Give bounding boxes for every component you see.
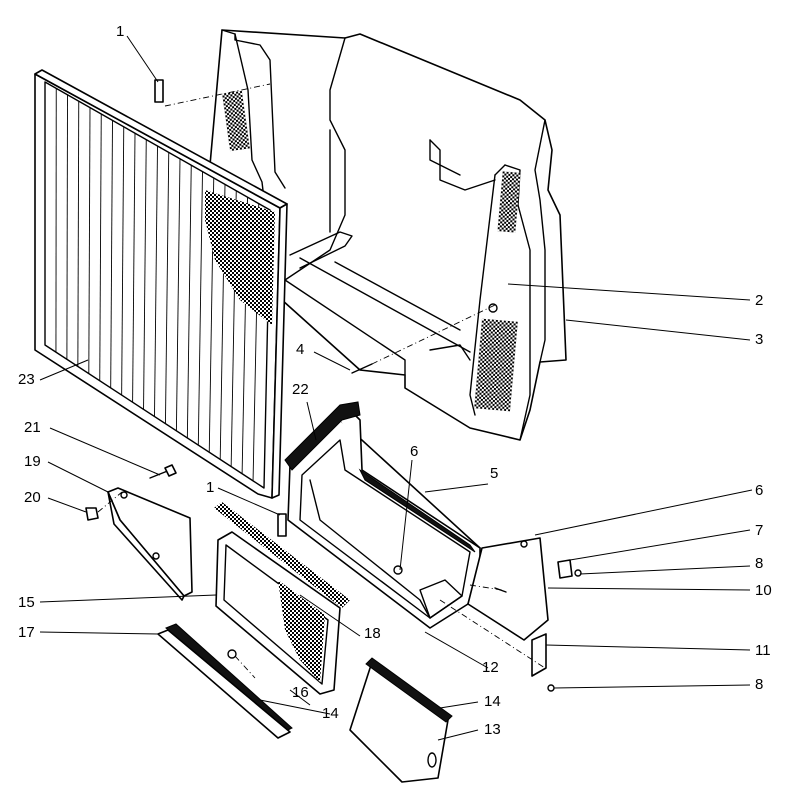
callout-11: 11 xyxy=(755,642,771,659)
side-panel xyxy=(467,537,549,641)
callout-16: 16 xyxy=(292,684,309,701)
callout-10: 10 xyxy=(755,582,772,599)
seal-foam xyxy=(214,502,350,608)
callout-23: 23 xyxy=(18,371,35,388)
clip xyxy=(557,559,582,579)
callout-1-top: 1 xyxy=(116,23,125,40)
screen-slat xyxy=(165,152,170,424)
screen-slat xyxy=(66,94,68,360)
screen-slat xyxy=(197,171,203,446)
radiator-screen xyxy=(34,69,288,499)
callout-1-lower: 1 xyxy=(206,479,215,496)
callout-5: 5 xyxy=(490,465,499,482)
intake-screen xyxy=(215,531,341,695)
callout-17: 17 xyxy=(18,624,35,641)
callout-2: 2 xyxy=(755,292,764,309)
callout-21: 21 xyxy=(24,419,41,436)
cover-plate xyxy=(107,487,193,601)
callout-14-left: 14 xyxy=(322,705,339,722)
ear-bracket-lower xyxy=(277,513,287,537)
callout-8-lower: 8 xyxy=(755,676,764,693)
callout-20: 20 xyxy=(24,489,41,506)
screen-slat xyxy=(132,133,136,403)
ear-bracket-top xyxy=(154,79,271,107)
screen-slat xyxy=(154,145,158,417)
screen-slat xyxy=(186,165,192,438)
callout-22: 22 xyxy=(292,381,309,398)
bolt-21 xyxy=(85,464,177,521)
shroud xyxy=(209,29,567,441)
callout-3: 3 xyxy=(755,331,764,348)
callout-19: 19 xyxy=(24,453,41,470)
seal-strip xyxy=(157,623,293,739)
callout-13: 13 xyxy=(484,721,501,738)
pin xyxy=(351,303,498,374)
screen-slat xyxy=(99,113,102,381)
screen-slat xyxy=(121,126,125,396)
screen-slat xyxy=(110,120,113,388)
screen-slat xyxy=(77,101,80,367)
air-intake-box xyxy=(284,401,481,629)
callout-12: 12 xyxy=(482,659,499,676)
callout-18: 18 xyxy=(364,625,381,642)
callout-6-upper: 6 xyxy=(410,443,419,460)
callout-14-right: 14 xyxy=(484,693,501,710)
cover xyxy=(349,657,453,783)
callout-8-upper: 8 xyxy=(755,555,764,572)
callout-4: 4 xyxy=(296,341,305,358)
screen-slat xyxy=(88,107,91,374)
screen-slat xyxy=(175,158,181,431)
leader-lines xyxy=(39,35,753,741)
screen-slat xyxy=(143,139,147,410)
callout-7: 7 xyxy=(755,522,764,539)
callout-6-right: 6 xyxy=(755,482,764,499)
callout-15: 15 xyxy=(18,594,35,611)
